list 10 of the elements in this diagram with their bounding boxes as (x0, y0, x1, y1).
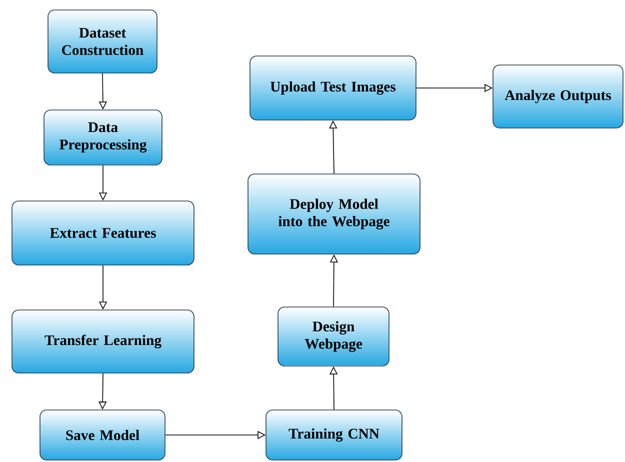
process-box: Upload Test Images (250, 56, 416, 120)
process-box: Transfer Learning (12, 310, 194, 374)
process-box: Data Preprocessing (44, 110, 162, 166)
process-box: Training CNN (266, 410, 402, 460)
process-box: Analyze Outputs (492, 64, 624, 128)
process-box: Save Model (40, 410, 166, 460)
process-box: Design Webpage (278, 306, 390, 366)
process-box: Extract Features (12, 200, 194, 266)
process-box: Dataset Construction (48, 10, 158, 74)
process-box: Deploy Model into the Webpage (248, 174, 420, 254)
